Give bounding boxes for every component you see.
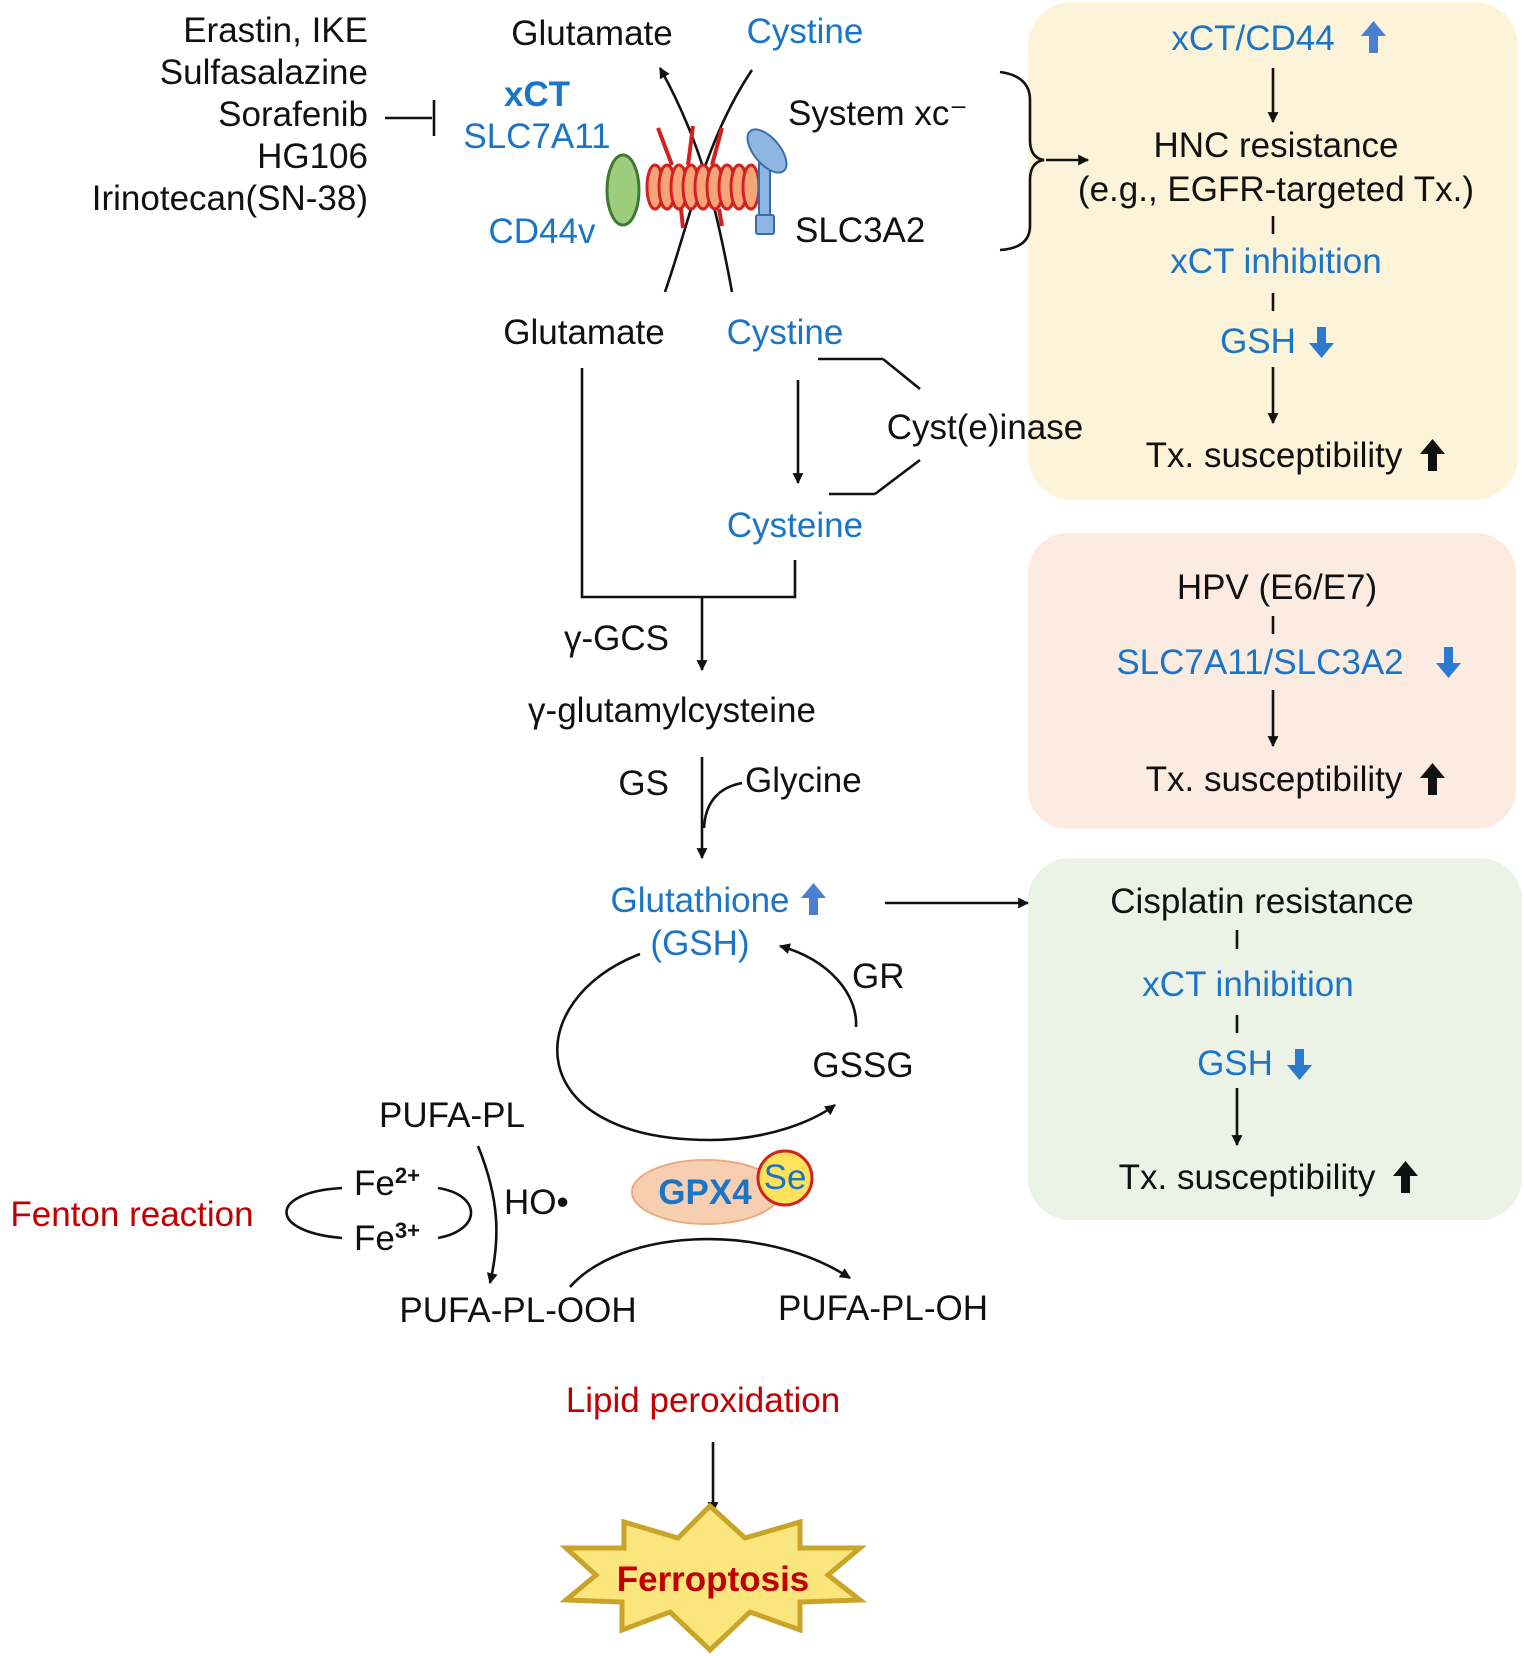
inhibitor-item: Sorafenib [218,95,368,134]
inhibitor-item: Sulfasalazine [160,53,368,92]
panel3-outcome-up-arrow-icon [1393,1161,1418,1193]
xct-label: xCT [504,75,570,114]
panel1-resistance-label: HNC resistance [1153,126,1398,165]
panel1-down-arrow-icon [1309,327,1334,358]
cysteine-label: Cysteine [727,506,863,545]
ferroptosis-label: Ferroptosis [617,1560,810,1599]
fe2-label: Fe2+ [354,1163,420,1203]
inhibitor-item: HG106 [257,137,368,176]
panel3-top-label: Cisplatin resistance [1110,882,1413,921]
gs-label: GS [618,764,669,803]
glycine-label: Glycine [745,761,862,800]
fe-cycle-right [437,1186,473,1240]
inhibition-bar-xct [385,100,436,136]
gr-arrow [778,943,858,1028]
gr-label: GR [852,957,905,996]
gssg-label: GSSG [812,1046,913,1085]
gsh-to-gssg-arrow [556,952,836,1142]
slc3a2-label: SLC3A2 [795,211,925,250]
panel1-resistance-example: (e.g., EGFR-targeted Tx.) [1078,170,1474,209]
se-label: Se [764,1158,807,1197]
panel2-outcome-label: Tx. susceptibility [1146,760,1403,799]
panel1-up-arrow-icon [1361,21,1386,53]
panel3-outcome-label: Tx. susceptibility [1119,1158,1376,1197]
fe-cycle-left [285,1186,343,1240]
fe3-superscript: 3+ [395,1218,420,1243]
glutamate-out-label: Glutamate [511,14,672,53]
panel2-outcome-up-arrow-icon [1420,763,1445,795]
pufa-to-ooh-arrow [476,1145,498,1285]
gpx4-label: GPX4 [658,1173,752,1212]
panel3-down-arrow-icon [1287,1049,1312,1080]
slc3a2-icon [746,128,788,235]
gcs-label: γ-GCS [564,619,669,658]
fe3-label: Fe3+ [354,1218,420,1258]
fe2-superscript: 2+ [395,1163,420,1188]
slc7a11-label: SLC7A11 [463,117,610,156]
pufa-pl-label: PUFA-PL [379,1096,525,1135]
lipid-peroxidation-label: Lipid peroxidation [566,1381,840,1420]
panel3-inhibition-label: xCT inhibition [1142,965,1353,1004]
panel2-genes-label: SLC7A11/SLC3A2 [1116,643,1403,682]
glutamate-in-label: Glutamate [503,313,664,352]
panel1-outcome-up-arrow-icon [1420,439,1445,471]
panel1-gsh-label: GSH [1220,322,1296,361]
gsh-label: (GSH) [650,924,749,963]
cd44v-label: CD44v [489,212,596,251]
cystine-in-label: Cystine [727,313,844,352]
pufa-pl-oh-label: PUFA-PL-OH [778,1289,988,1328]
panel-hnc-resistance [1028,2,1518,500]
fenton-reaction-label: Fenton reaction [10,1195,253,1234]
inhibitor-list: Erastin, IKE Sulfasalazine Sorafenib HG1… [92,11,368,218]
panel2-down-arrow-icon [1436,647,1461,678]
hydroxyl-radical-label: HO• [504,1183,569,1222]
glycine-join [702,781,743,829]
pufa-pl-ooh-label: PUFA-PL-OOH [399,1291,636,1330]
inhibitor-item: Erastin, IKE [183,11,368,50]
panel-hpv [1028,533,1516,829]
selenium-icon [756,1149,814,1207]
panel1-inhibition-label: xCT inhibition [1170,242,1381,281]
panel-cisplatin [1028,858,1522,1220]
cystine-out-label: Cystine [747,12,864,51]
cd44v-icon [605,153,641,227]
cyst-enzyme-label: Cyst(e)inase [887,408,1083,447]
ooh-to-oh-arrow [569,1237,851,1288]
xct-transporter-icon [645,125,761,229]
system-xc-label: System xc⁻ [788,94,968,133]
panel1-top-label: xCT/CD44 [1171,19,1334,58]
panel1-outcome-label: Tx. susceptibility [1146,436,1403,475]
glutamylcysteine-label: γ-glutamylcysteine [528,691,816,730]
glutathione-label: Glutathione [610,881,789,920]
panel2-top-label: HPV (E6/E7) [1177,568,1377,607]
system-xc-brace [999,70,1045,252]
merge-lines [580,368,797,599]
panel3-gsh-label: GSH [1197,1044,1273,1083]
inhibitor-item: Irinotecan(SN-38) [92,179,368,218]
ferroptosis-burst-icon [559,1502,867,1654]
glutathione-up-arrow-icon [801,883,826,915]
